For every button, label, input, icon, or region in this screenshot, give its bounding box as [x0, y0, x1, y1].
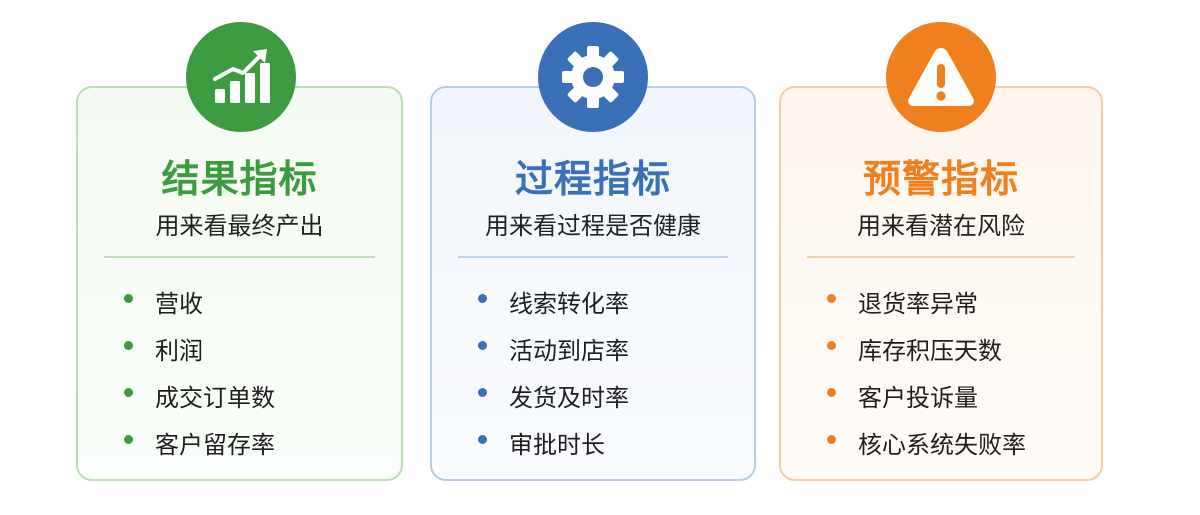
bullet-dot — [827, 435, 836, 444]
divider — [807, 256, 1075, 258]
bullet-dot — [478, 341, 487, 350]
card-subtitle: 用来看最终产出 — [155, 212, 324, 240]
list-item-label: 库存积压天数 — [858, 337, 1002, 365]
metric-list: 线索转化率 活动到店率 发货及时率 审批时长 — [478, 284, 629, 472]
list-item: 利润 — [124, 331, 275, 378]
divider — [104, 256, 375, 258]
list-item: 客户留存率 — [124, 425, 275, 472]
result-badge — [186, 22, 296, 132]
list-item-label: 退货率异常 — [858, 290, 978, 318]
process-badge — [538, 22, 648, 132]
card-warning-metrics: 预警指标 用来看潜在风险 退货率异常 库存积压天数 客户投诉量 核心系统失败率 — [779, 86, 1103, 481]
warning-icon — [908, 48, 974, 106]
list-item-label: 利润 — [155, 337, 203, 365]
list-item: 客户投诉量 — [827, 378, 1026, 425]
bullet-dot — [478, 435, 487, 444]
bullet-dot — [124, 294, 133, 303]
divider — [458, 256, 728, 258]
bar-chart-icon — [213, 49, 270, 103]
card-process-metrics: 过程指标 用来看过程是否健康 线索转化率 活动到店率 发货及时率 审批时长 — [430, 86, 756, 481]
bullet-dot — [827, 388, 836, 397]
list-item-label: 营收 — [155, 290, 203, 318]
list-item-label: 客户留存率 — [155, 431, 275, 459]
list-item: 发货及时率 — [478, 378, 629, 425]
list-item: 活动到店率 — [478, 331, 629, 378]
bullet-dot — [124, 435, 133, 444]
card-title: 过程指标 — [514, 157, 671, 201]
bullet-dot — [124, 341, 133, 350]
bullet-dot — [827, 294, 836, 303]
gear-icon — [562, 46, 624, 108]
list-item-label: 成交订单数 — [155, 384, 275, 412]
card-title: 结果指标 — [161, 157, 318, 201]
list-item: 审批时长 — [478, 425, 629, 472]
metric-list: 退货率异常 库存积压天数 客户投诉量 核心系统失败率 — [827, 284, 1026, 472]
metric-list: 营收 利润 成交订单数 客户留存率 — [124, 284, 275, 472]
list-item-label: 活动到店率 — [509, 337, 629, 365]
list-item: 库存积压天数 — [827, 331, 1026, 378]
card-title: 预警指标 — [862, 157, 1019, 201]
list-item-label: 线索转化率 — [509, 290, 629, 318]
warning-badge — [886, 22, 996, 132]
list-item-label: 客户投诉量 — [858, 384, 978, 412]
bullet-dot — [827, 341, 836, 350]
list-item-label: 发货及时率 — [509, 384, 629, 412]
bullet-dot — [124, 388, 133, 397]
card-subtitle: 用来看潜在风险 — [857, 212, 1025, 240]
list-item-label: 核心系统失败率 — [858, 431, 1026, 459]
list-item: 退货率异常 — [827, 284, 1026, 331]
list-item: 成交订单数 — [124, 378, 275, 425]
list-item: 线索转化率 — [478, 284, 629, 331]
list-item-label: 审批时长 — [509, 431, 605, 459]
bullet-dot — [478, 388, 487, 397]
list-item: 营收 — [124, 284, 275, 331]
bullet-dot — [478, 294, 487, 303]
card-result-metrics: 结果指标 用来看最终产出 营收 利润 成交订单数 客户留存率 — [76, 86, 403, 481]
list-item: 核心系统失败率 — [827, 425, 1026, 472]
card-subtitle: 用来看过程是否健康 — [485, 212, 701, 240]
